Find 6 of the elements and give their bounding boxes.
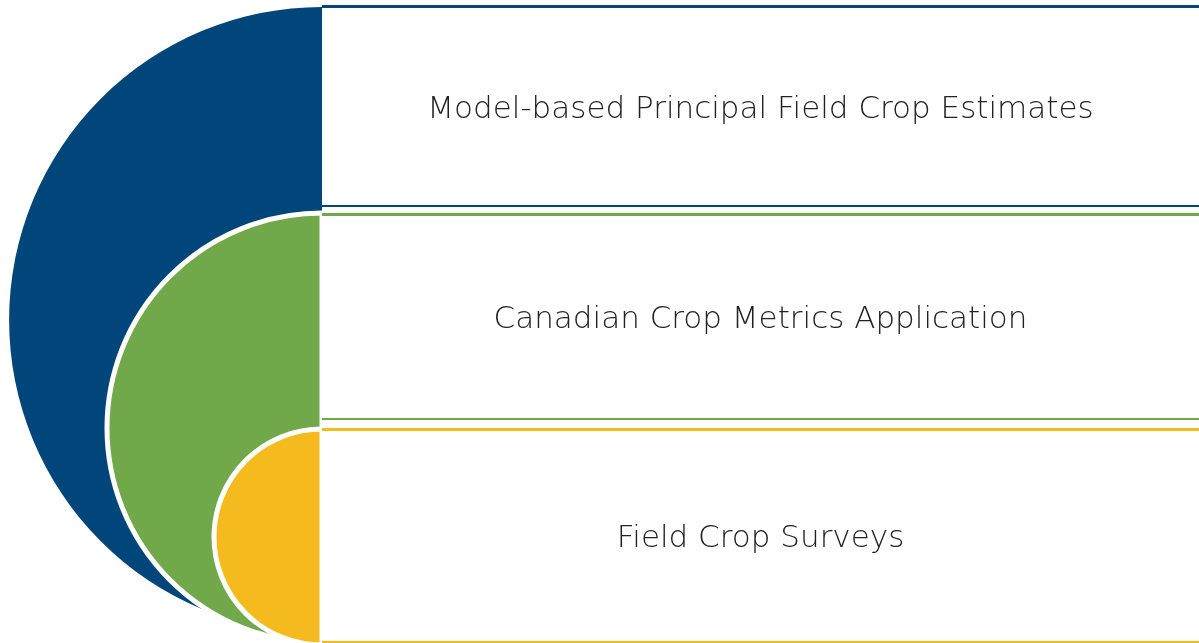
layer-title: Model-based Principal Field Crop Estimates: [427, 88, 1094, 125]
layer-title: Field Crop Surveys: [616, 518, 905, 554]
layer-band: [322, 5, 1199, 207]
layer-title: Canadian Crop Metrics Application: [493, 299, 1028, 335]
layer-band: [322, 428, 1199, 643]
layer-band: [322, 213, 1199, 420]
